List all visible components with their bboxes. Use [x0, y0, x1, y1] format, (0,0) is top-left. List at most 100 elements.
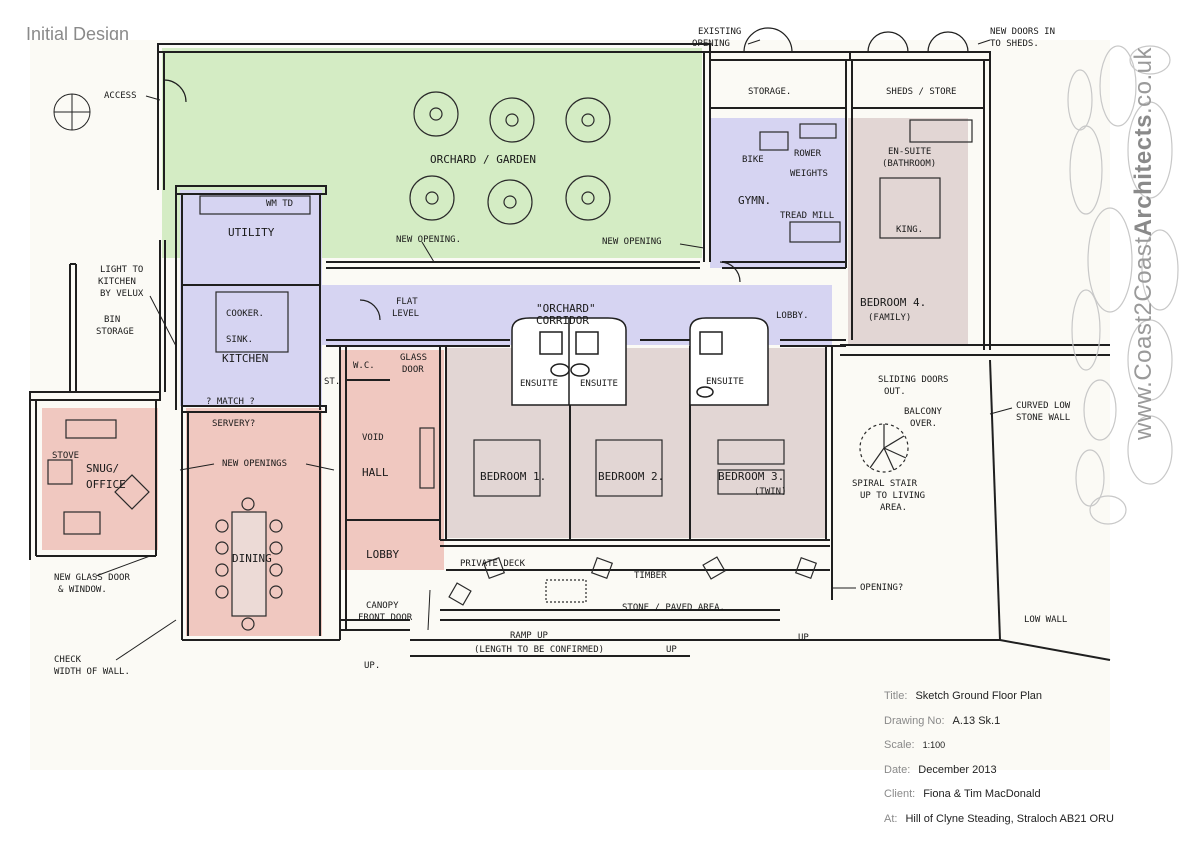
logo-pebbles — [1067, 45, 1179, 525]
servery-label: SERVERY? — [212, 419, 255, 429]
timber-note: TIMBER — [634, 571, 667, 581]
corridor-label-a: "ORCHARD" — [536, 302, 596, 315]
snug-label-a: SNUG/ — [86, 462, 119, 475]
drawing-key: Drawing No: — [884, 714, 945, 727]
ensuite-pods — [511, 317, 769, 406]
bin-label-b: STORAGE — [96, 327, 134, 337]
glass-door-window-b: & WINDOW. — [58, 585, 107, 595]
new-doors-b: TO SHEDS. — [990, 39, 1039, 49]
storage-label: STORAGE. — [748, 87, 791, 97]
orchard-trees — [409, 91, 611, 225]
sink-label: SINK. — [226, 335, 253, 345]
bedroom3-sub: (TWIN) — [754, 487, 787, 497]
new-openings-note: NEW OPENINGS — [222, 459, 287, 469]
scale-value: 1:100 — [922, 740, 946, 750]
dining-label: DINING — [232, 552, 272, 565]
scale-row: Scale: 1:100 — [884, 733, 1184, 758]
up-note-right: UP — [798, 633, 809, 643]
date-value: December 2013 — [918, 763, 997, 776]
up-note: UP. — [364, 661, 380, 671]
bin-label-a: BIN — [104, 315, 120, 325]
treadmill-label: TREAD MILL — [780, 211, 834, 221]
stove-label: STOVE — [52, 451, 79, 461]
hall-fill — [340, 350, 444, 570]
plan-labels: ORCHARD / GARDEN UTILITY KITCHEN SNUG/ O… — [52, 27, 1071, 677]
glass-door-b: DOOR — [402, 365, 424, 375]
annotation-leaders — [95, 39, 1013, 661]
drawing-value: A.13 Sk.1 — [952, 714, 1001, 727]
light-note-a: LIGHT TO — [100, 265, 143, 275]
document-heading: Initial Design — [26, 24, 130, 44]
at-value: Hill of Clyne Steading, Straloch AB21 OR… — [905, 812, 1114, 825]
bedroom2-label: BEDROOM 2. — [598, 470, 664, 483]
gym-label: GYMN. — [738, 194, 771, 207]
void-label: VOID — [362, 433, 384, 443]
bike-label: BIKE — [742, 155, 764, 165]
front-door-note: FRONT DOOR — [358, 613, 413, 623]
new-opening-left: NEW OPENING. — [396, 235, 461, 245]
new-doors-a: NEW DOORS IN — [990, 27, 1055, 37]
canopy-note: CANOPY — [366, 601, 399, 611]
ensuite-bath-a: EN-SUITE — [888, 147, 931, 157]
client-row: Client:Fiona & Tim MacDonald — [884, 782, 1184, 807]
gym-fill — [710, 118, 846, 268]
ramp-up-note: RAMP UP — [510, 631, 549, 641]
utility-label: UTILITY — [228, 226, 275, 239]
title-key: Title: — [884, 690, 908, 702]
bedroom4-fill — [848, 118, 968, 344]
balcony-a: BALCONY — [904, 407, 943, 417]
title-block: Title: Sketch Ground Floor Plan Drawing N… — [884, 684, 1184, 831]
ensuite-3-label: ENSUITE — [706, 377, 744, 387]
orchard-label: ORCHARD / GARDEN — [430, 153, 536, 166]
light-note-c: BY VELUX — [100, 289, 144, 299]
furniture — [47, 119, 973, 631]
access-note: ACCESS — [104, 91, 137, 101]
kitchen-utility-fill — [180, 190, 322, 406]
snug-label-b: OFFICE — [86, 478, 126, 491]
match-label: ? MATCH ? — [206, 397, 255, 407]
bedroom4-label: BEDROOM 4. — [860, 296, 926, 309]
spiral-c: AREA. — [880, 503, 907, 513]
ensuite-1-label: ENSUITE — [520, 379, 558, 389]
sliding-doors-b: OUT. — [884, 387, 906, 397]
opening-question: OPENING? — [860, 583, 903, 593]
title-value: Sketch Ground Floor Plan — [915, 690, 1043, 702]
hall-label: HALL — [362, 466, 389, 479]
corridor-label-b: CORRIDOR — [536, 314, 589, 327]
sliding-doors-a: SLIDING DOORS — [878, 375, 948, 385]
watermark-prefix: www.Coast2Coast — [1130, 236, 1157, 440]
new-opening-right: NEW OPENING — [602, 237, 662, 247]
cooker-label: COOKER. — [226, 309, 264, 319]
balcony-b: OVER. — [910, 419, 937, 429]
glass-door-window-a: NEW GLASS DOOR — [54, 573, 130, 583]
bedroom1-label: BEDROOM 1. — [480, 470, 546, 483]
curved-wall-a: CURVED LOW — [1016, 401, 1071, 411]
check-note-b: WIDTH OF WALL. — [54, 667, 130, 677]
date-row: Date: December 2013 — [884, 758, 1184, 783]
at-row: At: Hill of Clyne Steading, Straloch AB21… — [884, 807, 1184, 832]
watermark-suffix: .co.uk — [1130, 47, 1157, 115]
watermark-bold: Architects — [1130, 114, 1157, 237]
ensuite-bath-b: (BATHROOM) — [882, 159, 936, 169]
spiral-a: SPIRAL STAIR — [852, 479, 918, 489]
watermark-text: www.Coast2CoastArchitects.co.uk — [1130, 47, 1158, 440]
rower-label: ROWER — [794, 149, 822, 159]
date-key: Date: — [884, 763, 911, 776]
scale-key: Scale: — [884, 739, 915, 751]
bedroom3-label: BEDROOM 3. — [718, 470, 784, 483]
low-wall-note: LOW WALL — [1024, 615, 1067, 625]
flat-roof-b: LEVEL — [392, 309, 419, 319]
bedrooms-fill — [446, 348, 826, 538]
stone-paved-note: STONE / PAVED AREA. — [622, 603, 725, 613]
private-deck-note: PRIVATE DECK — [460, 559, 526, 569]
up-note-ramp: UP — [666, 645, 677, 655]
existing-opening-a: EXISTING — [698, 27, 741, 37]
at-key: At: — [884, 812, 898, 825]
weights-label: WEIGHTS — [790, 169, 828, 179]
lobby2-label: LOBBY. — [776, 311, 809, 321]
glass-door-a: GLASS — [400, 353, 427, 363]
wmtd-label: WM TD — [266, 199, 293, 209]
existing-opening-b: OPENING — [692, 39, 730, 49]
north-arrow-icon — [53, 93, 91, 131]
store-label: ST. — [324, 377, 340, 387]
